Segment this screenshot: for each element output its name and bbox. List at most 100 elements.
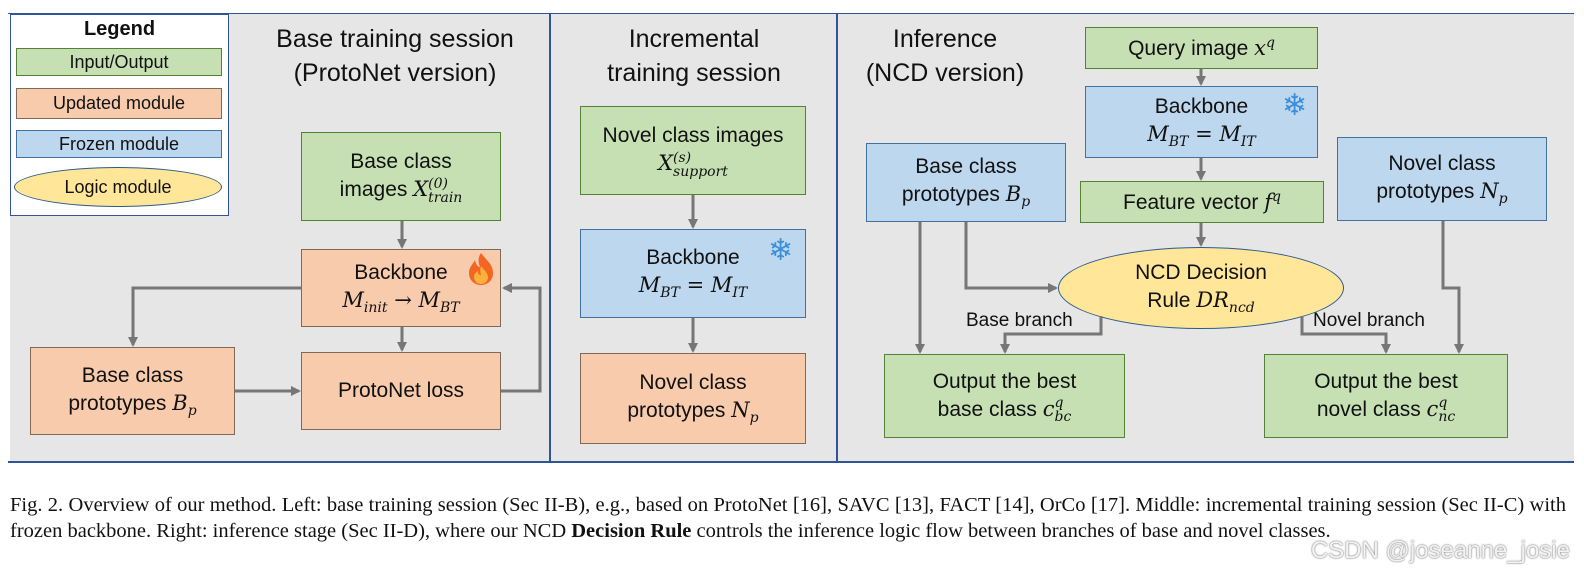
base-prototypes-line1: Base class — [81, 363, 184, 387]
base-session-title: Base training session (ProtoNet version) — [245, 22, 545, 90]
ncd-rule-label: Rule — [1147, 288, 1197, 312]
feature-vector-box: Feature vector fq — [1080, 181, 1324, 223]
inference-base-proto-math: Bp — [1006, 182, 1030, 210]
caption-bold: Decision Rule — [571, 520, 692, 542]
novel-prototypes-line2: prototypes Np — [627, 397, 758, 428]
inference-backbone-sub-bt: BT — [1168, 133, 1189, 150]
incremental-backbone-label: Backbone — [646, 246, 740, 270]
incremental-backbone-m1: M — [638, 273, 661, 298]
inference-novel-proto-math: Np — [1480, 178, 1507, 207]
incremental-title-line1: Incremental — [628, 25, 760, 53]
panel-divider — [836, 14, 838, 462]
inference-backbone-box: Backbone MBT = MIT — [1085, 86, 1318, 158]
base-backbone-sub-init: init — [363, 299, 388, 316]
arrow-loss-feedback — [501, 283, 542, 393]
out-novel-line1: Output the best — [1314, 369, 1458, 393]
base-backbone-sub-bt: BT — [439, 299, 460, 316]
feature-vector-line: Feature vector fq — [1123, 188, 1281, 217]
query-image-sup: q — [1265, 34, 1275, 51]
base-images-math: X(0)train — [413, 177, 462, 205]
feature-vector-math: fq — [1264, 189, 1281, 214]
legend-logic-module: Logic module — [14, 167, 222, 207]
feature-vector-label: Feature vector — [1123, 190, 1265, 214]
ncd-var: DR — [1196, 287, 1229, 312]
inference-novel-proto-line1: Novel class — [1388, 151, 1496, 175]
inference-backbone-m1: M — [1147, 121, 1169, 146]
legend-input-output: Input/Output — [16, 48, 222, 76]
arrow-base-proto-to-ncd — [964, 222, 1058, 293]
base-class-prototypes-box: Base class prototypes Bp — [30, 347, 235, 435]
base-backbone-box: Backbone Minit → MBT — [301, 249, 501, 327]
legend: Legend Input/Output Updated module Froze… — [10, 14, 229, 216]
base-prototypes-var: B — [172, 390, 188, 415]
out-novel-label: novel class — [1316, 397, 1427, 421]
ncd-decision-rule-oval: NCD Decision Rule DRncd — [1058, 247, 1344, 329]
arrow-novel-proto-to-output — [1441, 221, 1464, 354]
query-image-box: Query image xq — [1085, 27, 1318, 69]
out-novel-sub: nc — [1438, 409, 1456, 426]
novel-prototypes-line1: Novel class — [639, 371, 747, 395]
inference-title-line2: (NCD version) — [865, 59, 1025, 87]
out-base-var: c — [1042, 396, 1055, 421]
query-image-line: Query image xq — [1128, 34, 1275, 63]
incremental-backbone-eq: = M — [679, 273, 733, 298]
base-prototypes-label: prototypes — [68, 391, 173, 415]
legend-title: Legend — [83, 18, 156, 40]
novel-images-sub: support — [673, 163, 728, 180]
base-images-label: images — [339, 178, 414, 202]
base-prototypes-line2: prototypes Bp — [68, 390, 196, 421]
figure-caption: Fig. 2. Overview of our method. Left: ba… — [10, 492, 1566, 544]
out-base-label: base class — [937, 397, 1043, 421]
base-images-line2: images X(0)train — [340, 176, 463, 205]
out-base-line1: Output the best — [932, 369, 1077, 393]
snowflake-icon: ❄ — [768, 234, 794, 267]
base-images-line1: Base class — [350, 150, 452, 174]
novel-images-var: X — [658, 151, 674, 176]
base-backbone-math: Minit → MBT — [342, 287, 459, 318]
out-base-sup: q — [1054, 395, 1064, 412]
query-image-math: xq — [1254, 34, 1275, 60]
arrow-ncd-novel-branch — [1300, 316, 1391, 354]
inference-backbone-eq: = M — [1188, 121, 1241, 146]
incremental-backbone-sub-bt: BT — [660, 285, 680, 302]
novel-class-prototypes-box: Novel class prototypes Np — [580, 353, 806, 444]
query-image-var: x — [1254, 35, 1266, 60]
inference-base-proto-label: prototypes — [901, 183, 1006, 207]
arrow-backbone-to-prototypes — [128, 286, 301, 347]
inference-backbone-math: MBT = MIT — [1147, 121, 1255, 152]
protonet-loss-label: ProtoNet loss — [337, 379, 465, 403]
inference-novel-proto-sub: p — [1498, 190, 1508, 207]
panel-divider — [549, 14, 551, 462]
base-backbone-m: M — [342, 287, 364, 312]
novel-images-sup: (s) — [673, 149, 692, 166]
inference-base-proto-sub: p — [1021, 194, 1031, 211]
inference-base-proto-line2: prototypes Bp — [902, 181, 1030, 212]
novel-prototypes-label: prototypes — [627, 399, 732, 423]
novel-images-line1: Novel class images — [602, 124, 784, 148]
incremental-backbone-box: Backbone MBT = MIT — [580, 229, 806, 318]
novel-prototypes-math: Np — [731, 398, 758, 426]
ncd-math: DRncd — [1196, 287, 1254, 316]
base-prototypes-sub: p — [187, 402, 197, 419]
watermark: CSDN @joseanne_josie — [1310, 537, 1570, 564]
inference-title: Inference (NCD version) — [855, 22, 1035, 90]
base-session-title-line2: (ProtoNet version) — [293, 59, 497, 87]
base-session-title-line1: Base training session — [276, 25, 514, 53]
base-class-images-box: Base class images X(0)train — [301, 132, 501, 221]
novel-prototypes-sub: p — [749, 410, 759, 427]
inference-base-prototypes-box: Base class prototypes Bp — [866, 143, 1066, 222]
feature-vector-var: f — [1264, 189, 1273, 214]
legend-frozen-module: Frozen module — [16, 130, 222, 158]
base-backbone-label: Backbone — [354, 260, 448, 284]
incremental-backbone-sub-it: IT — [732, 285, 748, 302]
caption-suffix: controls the inference logic flow betwee… — [691, 520, 1331, 542]
base-prototypes-math: Bp — [172, 390, 196, 419]
incremental-session-title: Incremental training session — [552, 22, 836, 90]
inference-novel-proto-var: N — [1480, 178, 1499, 203]
base-images-sub: train — [428, 189, 463, 206]
